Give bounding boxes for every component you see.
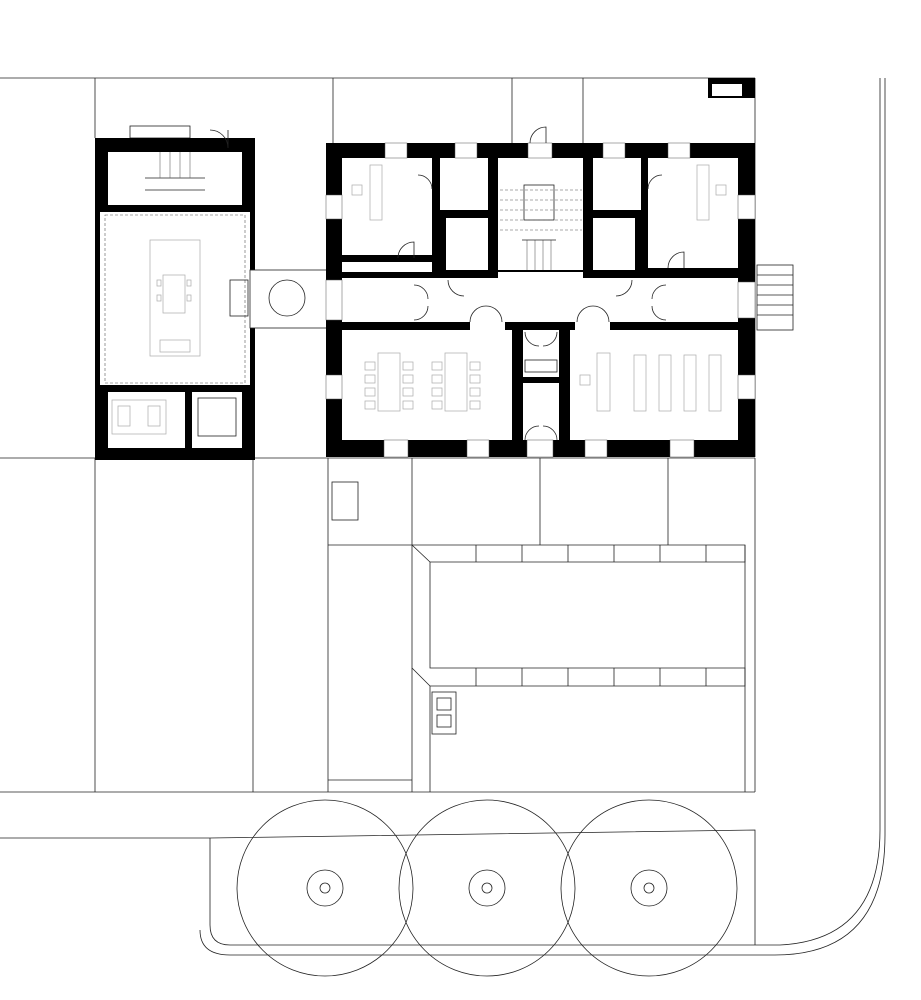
classroom-left [342, 330, 512, 440]
tree [398, 799, 576, 977]
tree [236, 799, 414, 977]
table [156, 274, 192, 314]
corridor [342, 278, 738, 322]
windows [325, 142, 756, 458]
staircase [500, 184, 582, 270]
exterior-stair [756, 264, 794, 331]
furniture [351, 164, 727, 412]
annex-building [95, 125, 255, 460]
connecting-link [229, 269, 329, 329]
elevator-icon [197, 397, 237, 437]
staircase [145, 152, 205, 191]
room [342, 158, 432, 255]
main-building [325, 126, 756, 458]
room [648, 158, 738, 268]
sofa [111, 399, 167, 435]
shed-tiles [475, 545, 707, 686]
kitchenette [523, 330, 559, 377]
tree [560, 799, 738, 977]
site-lines [0, 77, 886, 956]
stairwell [498, 158, 583, 270]
classroom-right [570, 330, 738, 440]
doors [397, 126, 685, 441]
bathroom [440, 158, 488, 210]
trees [236, 799, 738, 977]
bathroom [593, 158, 641, 210]
